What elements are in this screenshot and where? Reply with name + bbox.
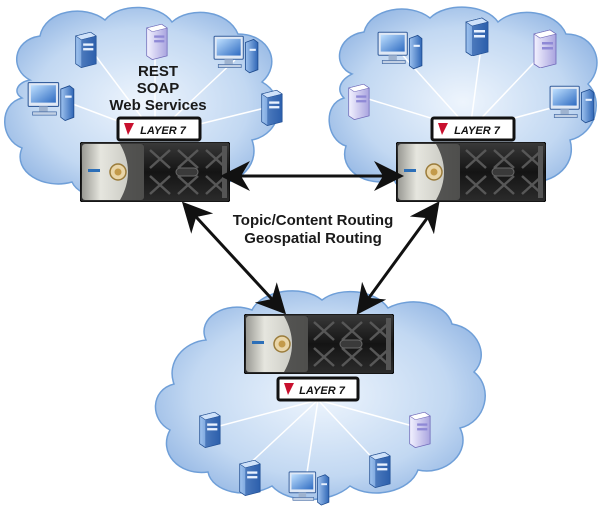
tower-pc-icon [199, 411, 221, 448]
layer7-gateway-appliance-icon [396, 142, 546, 202]
tower-pc-icon [369, 451, 391, 488]
tower-pc-icon [146, 23, 168, 60]
protocol-rest: REST [138, 63, 178, 80]
tower-pc-icon [465, 17, 489, 56]
layer7-badge-right: LAYER 7 [430, 116, 516, 142]
desktop-computer-icon [27, 81, 75, 122]
layer7-badge-text: LAYER 7 [140, 125, 187, 137]
connection-lines-bottom [211, 399, 421, 487]
tower-pc-icon [533, 29, 557, 68]
layer7-badge-left: LAYER 7 [116, 116, 202, 142]
desktop-computer-icon [549, 85, 595, 124]
tower-pc-icon [239, 459, 261, 496]
layer7-badge-bottom: LAYER 7 [276, 376, 360, 402]
desktop-computer-icon [288, 471, 330, 506]
protocol-soap: SOAP [137, 80, 180, 97]
layer7-gateway-appliance-icon [80, 142, 230, 202]
tower-pc-icon [409, 411, 431, 448]
protocol-web-services: Web Services [109, 97, 206, 114]
tower-pc-icon [261, 89, 283, 126]
protocols-label: REST SOAP Web Services [109, 63, 206, 114]
routing-geospatial: Geospatial Routing [244, 230, 382, 247]
tower-pc-icon [75, 31, 97, 68]
desktop-computer-icon [377, 31, 423, 70]
double-arrow-icon [181, 201, 287, 315]
tower-pc-icon [348, 83, 370, 120]
routing-topic-content: Topic/Content Routing [233, 212, 394, 229]
layer7-badge-text: LAYER 7 [454, 125, 501, 137]
layer7-badge-text: LAYER 7 [299, 385, 346, 397]
layer7-gateway-appliance-icon [244, 314, 394, 374]
double-arrow-icon [356, 201, 440, 315]
desktop-computer-icon [213, 35, 259, 74]
routing-label: Topic/Content Routing Geospatial Routing [233, 212, 394, 247]
